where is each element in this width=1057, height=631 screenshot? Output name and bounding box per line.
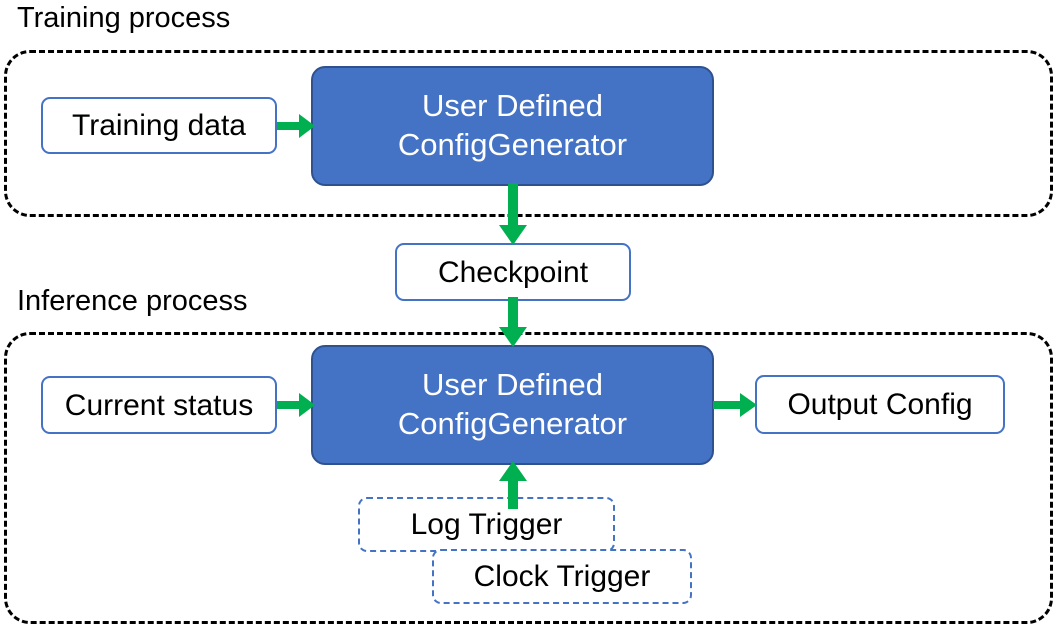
output-config-node[interactable]: Output Config: [755, 375, 1005, 434]
arrow-config-generator-to-output-config-icon: [713, 390, 759, 420]
clock-trigger-node[interactable]: Clock Trigger: [432, 549, 692, 604]
inference-process-label: Inference process: [17, 285, 248, 317]
current-status-node[interactable]: Current status: [41, 376, 277, 434]
inference-user-defined-config-generator-node[interactable]: User Defined ConfigGenerator: [311, 345, 714, 465]
training-user-defined-config-generator-node[interactable]: User Defined ConfigGenerator: [311, 66, 714, 186]
training-data-node[interactable]: Training data: [41, 97, 277, 154]
training-config-generator-line-1: User Defined: [422, 88, 603, 124]
arrow-triggers-to-config-generator-icon: [497, 461, 529, 509]
inference-config-generator-line-1: User Defined: [422, 367, 603, 403]
arrow-training-data-to-config-generator-icon: [277, 111, 317, 141]
training-process-group: [4, 50, 1053, 217]
inference-config-generator-line-2: ConfigGenerator: [397, 406, 628, 441]
arrow-config-generator-to-checkpoint-icon: [497, 183, 529, 247]
training-config-generator-line-2: ConfigGenerator: [397, 127, 628, 162]
arrow-current-status-to-config-generator-icon: [277, 390, 317, 420]
inference-process-group: [4, 332, 1053, 624]
checkpoint-node[interactable]: Checkpoint: [395, 243, 631, 301]
arrow-checkpoint-to-config-generator-icon: [497, 297, 529, 349]
log-trigger-node[interactable]: Log Trigger: [358, 497, 615, 552]
training-process-label: Training process: [17, 2, 231, 34]
